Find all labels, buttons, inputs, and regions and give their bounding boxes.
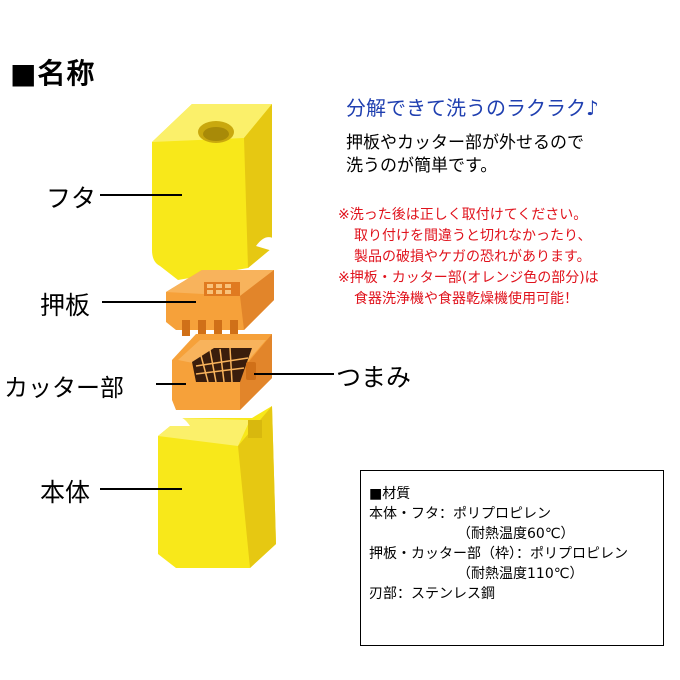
cutter-illustration — [172, 334, 272, 410]
lid-illustration — [152, 104, 276, 280]
materials-line-1: 本体・フタ：ポリプロピレン — [369, 506, 551, 522]
headline: 分解できて洗うのラクラク♪ — [346, 96, 599, 120]
label-body: 本体 — [40, 478, 91, 507]
materials-box: ■材質 本体・フタ：ポリプロピレン （耐熱温度60℃） 押板・カッター部（枠）：… — [360, 470, 664, 646]
materials-line-5: 刃部：ステンレス鋼 — [369, 586, 495, 602]
label-knob: つまみ — [336, 363, 412, 392]
description: 押板やカッター部が外せるので 洗うのが簡単です。 — [346, 132, 584, 178]
body-illustration — [158, 406, 276, 568]
description-line-1: 押板やカッター部が外せるので — [346, 133, 584, 153]
push-plate-illustration — [166, 270, 274, 336]
warning-notes: ※洗った後は正しく取付けてください。 取り付けを間違うと切れなかったり、 製品の… — [338, 205, 599, 310]
warning-line-5: 食器洗浄機や食器乾燥機使用可能！ — [354, 291, 578, 307]
page-heading: ■名称 — [10, 57, 96, 90]
materials-line-3: 押板・カッター部（枠）：ポリプロピレン — [369, 546, 628, 562]
warning-line-1: ※洗った後は正しく取付けてください。 — [338, 207, 588, 223]
materials-title: ■材質 — [369, 486, 411, 502]
description-line-2: 洗うのが簡単です。 — [346, 156, 498, 176]
label-push-plate: 押板 — [40, 291, 91, 320]
label-lid: フタ — [46, 184, 97, 213]
warning-line-3: 製品の破損やケガの恐れがあります。 — [354, 249, 591, 265]
label-cutter: カッター部 — [4, 374, 124, 402]
warning-line-4: ※押板・カッター部(オレンジ色の部分)は — [338, 270, 599, 286]
warning-line-2: 取り付けを間違うと切れなかったり、 — [354, 228, 592, 244]
materials-line-2: （耐熱温度60℃） — [457, 526, 575, 542]
materials-line-4: （耐熱温度110℃） — [457, 566, 584, 582]
